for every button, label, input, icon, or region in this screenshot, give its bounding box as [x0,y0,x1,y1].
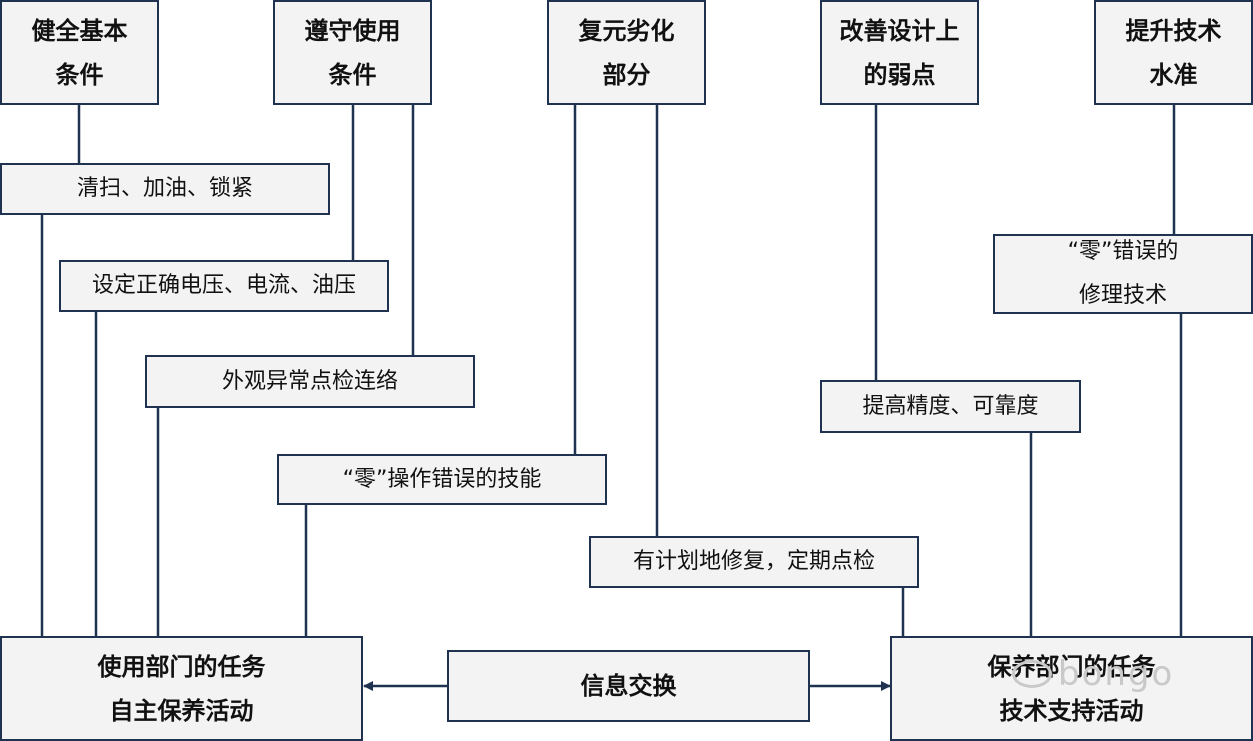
box-text: 清扫、加油、锁紧 [76,176,253,201]
watermark-text: bongo [1058,654,1175,694]
box-text: 改善设计上 [839,16,960,45]
bottom-box-information-exchange: 信息交换 [447,650,810,722]
top-box-tech-level: 提升技术 水准 [1094,0,1253,105]
activity-box-planned-repair: 有计划地修复，定期点检 [589,536,919,588]
box-text: 有计划地修复，定期点检 [632,549,875,574]
activity-box-clean-oil-tighten: 清扫、加油、锁紧 [0,163,330,215]
top-box-restore-deterioration: 复元劣化 部分 [547,0,706,105]
box-text: 设定正确电压、电流、油压 [91,273,356,298]
box-text: 健全基本 [31,16,128,45]
box-text: 修理技术 [1078,283,1167,308]
watermark: bongo [1012,654,1174,694]
activity-box-set-voltage: 设定正确电压、电流、油压 [59,260,389,312]
bottom-box-autonomous-maintenance: 使用部门的任务 自主保养活动 [0,636,363,741]
box-text: 外观异常点检连络 [221,368,398,394]
activity-box-precision-reliability: 提高精度、可靠度 [820,380,1081,433]
activity-box-zero-operation-error: “零”操作错误的技能 [277,454,607,505]
box-text: 遵守使用 [304,16,401,45]
box-text: 提高精度、可靠度 [862,393,1039,419]
activity-box-zero-repair-error: “零”错误的 修理技术 [993,234,1253,314]
wechat-icon [1012,660,1052,688]
top-box-design-weakness: 改善设计上 的弱点 [820,0,979,105]
box-text: 技术支持活动 [999,696,1144,725]
box-text: 条件 [328,60,377,89]
top-box-usage-conditions: 遵守使用 条件 [273,0,432,105]
box-text: “零”错误的 [1067,239,1179,264]
box-text: “零”操作错误的技能 [342,466,542,492]
box-text: 条件 [55,60,104,89]
box-text: 水准 [1149,60,1198,89]
box-text: 提升技术 [1125,16,1222,45]
box-text: 自主保养活动 [109,696,254,725]
box-text: 信息交换 [580,672,677,700]
bottom-box-technical-support: 保养部门的任务 技术支持活动 [890,636,1253,741]
activity-box-visual-check: 外观异常点检连络 [145,355,475,408]
top-box-basic-conditions: 健全基本 条件 [0,0,159,105]
box-text: 复元劣化 [578,16,675,45]
box-text: 使用部门的任务 [97,652,266,681]
box-text: 部分 [602,60,651,89]
box-text: 的弱点 [863,60,936,89]
